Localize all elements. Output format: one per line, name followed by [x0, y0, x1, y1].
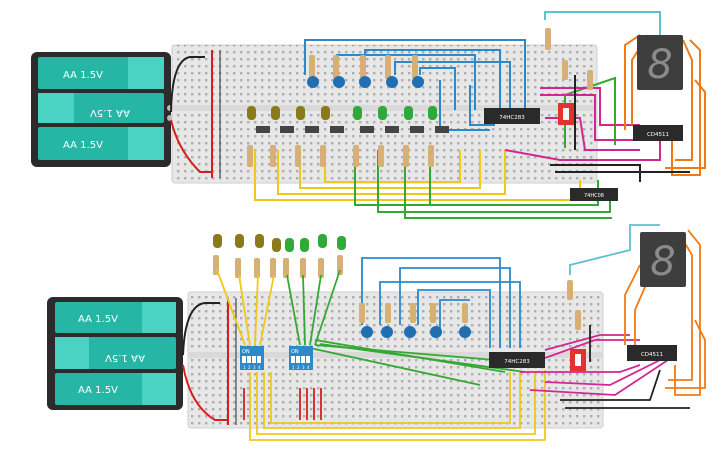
- wire-power-red[interactable]: [170, 119, 212, 173]
- wires-bottom[interactable]: [216, 224, 706, 441]
- battery-cell-label: AA 1.5V: [63, 140, 103, 151]
- dip-switch-number: 1: [243, 365, 246, 370]
- battery-pack-bottom[interactable]: AA 1.5V AA 1.5V AA 1.5V: [47, 297, 183, 410]
- dip-switch-number: 4: [258, 365, 261, 370]
- wire-power-black[interactable]: [170, 56, 205, 113]
- chip-adder-top[interactable]: 74HC283: [484, 108, 540, 124]
- resistors-bottom-row[interactable]: [247, 145, 434, 167]
- dip-switch-a[interactable]: ON 1 2 3 4: [240, 346, 264, 370]
- battery-cell-label: AA 1.5V: [78, 385, 118, 396]
- seven-segment-display-top: 8: [637, 35, 683, 90]
- dip-switch-number: 2: [248, 365, 251, 370]
- dip-switch-number: 3: [253, 365, 256, 370]
- chip-and-top[interactable]: 74HC08: [570, 188, 618, 201]
- chip-label: 74HC283: [499, 115, 525, 121]
- dip-switch-on-label: ON: [291, 349, 299, 355]
- display-digit: 8: [647, 42, 672, 88]
- leds-input-bottom: [213, 234, 346, 252]
- chip-label: CD4511: [641, 352, 663, 358]
- dip-switch-number: 2: [297, 365, 300, 370]
- dip-switch-number: 1: [292, 365, 295, 370]
- chip-label: 74HC08: [584, 193, 604, 199]
- dip-switch-number: 4: [307, 365, 310, 370]
- dip-switch-b[interactable]: ON 1 2 3 4: [289, 346, 313, 370]
- resistors-output-bottom[interactable]: [359, 280, 581, 330]
- circuit-bottom: AA 1.5V AA 1.5V AA 1.5V: [47, 224, 706, 441]
- leds-blue-bottom: [361, 326, 471, 338]
- battery-cell-label: AA 1.5V: [90, 107, 130, 118]
- battery-pack-top[interactable]: AA 1.5V AA 1.5V AA 1.5V: [31, 52, 173, 167]
- leds-blue-top: [307, 76, 424, 88]
- leds-input-top: [247, 106, 437, 120]
- chip-driver-bottom[interactable]: CD4511: [627, 345, 677, 361]
- push-buttons-top[interactable]: [256, 126, 449, 133]
- display-digit: 8: [650, 239, 675, 285]
- resistors-input-bottom[interactable]: [213, 255, 343, 278]
- dip-switch-number: 3: [302, 365, 305, 370]
- chip-adder-bottom[interactable]: 74HC283: [489, 352, 545, 368]
- resistors-top-row[interactable]: [309, 28, 593, 90]
- chip-driver-top[interactable]: CD4511: [633, 125, 683, 141]
- wire-power-black[interactable]: [182, 302, 220, 356]
- circuit-top: AA 1.5V AA 1.5V AA 1.5V: [31, 11, 706, 219]
- seven-segment-display-bottom: 8: [640, 232, 686, 287]
- wire-power-red[interactable]: [182, 364, 228, 421]
- chip-label: 74HC283: [504, 359, 530, 365]
- battery-cell-label: AA 1.5V: [78, 314, 118, 325]
- battery-cell-label: AA 1.5V: [105, 352, 145, 363]
- chip-label: CD4511: [647, 132, 669, 138]
- battery-cell-label: AA 1.5V: [63, 70, 103, 81]
- dip-switch-on-label: ON: [242, 349, 250, 355]
